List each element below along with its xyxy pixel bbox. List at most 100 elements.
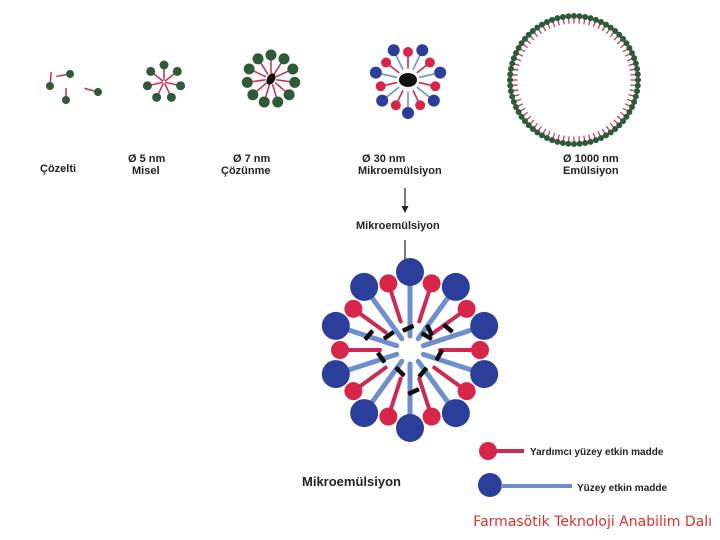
surfactant-molecule-head xyxy=(470,311,499,340)
cosurfactant-molecule-head xyxy=(422,274,441,293)
emulsion-molecule-head xyxy=(631,55,638,62)
emulsion-molecule-head xyxy=(509,93,516,100)
legend-symbols xyxy=(478,442,572,497)
oil-molecule xyxy=(442,323,454,334)
emulsion-molecule-head xyxy=(559,140,566,147)
emulsion-molecule-head xyxy=(620,118,627,125)
solubilization-molecule-head xyxy=(252,53,264,65)
solution-molecule-head xyxy=(94,88,102,96)
cosurfactant-molecule-head xyxy=(422,407,441,426)
surfactant-molecule-head xyxy=(396,258,424,286)
emulsion-molecule-head xyxy=(632,60,639,67)
microemulsion-small-molecule-head xyxy=(369,66,382,79)
emulsion-molecule-head xyxy=(576,140,583,147)
emulsion-molecule-head xyxy=(525,122,532,129)
emulsion-molecule-head xyxy=(620,35,627,42)
emulsion-molecule-head xyxy=(510,55,517,62)
emulsion-molecule-head xyxy=(612,27,619,34)
emulsion-molecule-head xyxy=(582,140,589,147)
oil-molecule xyxy=(417,366,428,378)
emulsion-molecule-head xyxy=(525,31,532,38)
solubilization-molecule-head xyxy=(287,63,299,75)
emulsion-molecule-head xyxy=(571,141,577,147)
emulsion-molecule-head xyxy=(529,126,536,133)
emulsion-molecule-head xyxy=(559,13,566,20)
microemulsion-small-diagram xyxy=(369,44,447,119)
stage-label-solution: Çözelti xyxy=(40,163,76,175)
solubilization-molecule-head xyxy=(243,63,255,75)
stage-name: Emülsiyon xyxy=(563,165,619,177)
emulsion-molecule-head xyxy=(634,82,641,89)
emulsion-molecule-head xyxy=(629,49,636,56)
surfactant-molecule-head xyxy=(441,399,470,428)
emulsion-molecule-head xyxy=(634,88,641,95)
microemulsion-small-molecule-head xyxy=(416,44,429,57)
cosurfactant-molecule-head xyxy=(344,299,363,318)
micelle-molecule-head xyxy=(172,66,182,76)
emulsion-molecule-head xyxy=(509,60,516,67)
emulsion-molecule-head xyxy=(612,126,619,133)
emulsion-molecule-head xyxy=(554,15,561,22)
surfactant-molecule-head xyxy=(321,311,350,340)
microemulsion-small-molecule-head xyxy=(430,81,441,92)
emulsion-molecule-head xyxy=(507,82,514,89)
emulsion-molecule-head xyxy=(543,18,550,25)
microemulsion-small-molecule-head xyxy=(427,94,440,107)
emulsion-molecule-head xyxy=(603,132,609,139)
solubilization-molecule-head xyxy=(247,89,259,101)
emulsion-molecule-head xyxy=(631,98,638,105)
solubilization-molecule-head xyxy=(272,96,284,108)
solubilized-oil xyxy=(266,73,276,85)
emulsion-molecule-head xyxy=(518,40,525,47)
oil-molecule xyxy=(402,324,415,333)
microemulsion-detail-diagram xyxy=(321,258,499,442)
emulsion-molecule-head xyxy=(507,65,514,72)
micelle-molecule-head xyxy=(166,92,176,102)
cosurfactant-molecule-head xyxy=(457,299,476,318)
stage-size: Ø 5 nm xyxy=(128,153,166,165)
surfactant-molecule-head xyxy=(470,360,499,389)
emulsion-molecule-head xyxy=(587,138,594,145)
oil-molecule xyxy=(407,387,420,396)
emulsion-molecule-head xyxy=(510,98,517,105)
emulsion-molecule-head xyxy=(607,129,614,136)
solution-molecule-head xyxy=(46,82,54,90)
emulsion-molecule-head xyxy=(626,109,633,115)
emulsion-molecule-head xyxy=(634,65,641,72)
emulsion-molecule-head xyxy=(629,104,636,111)
emulsion-molecule-head xyxy=(626,45,633,51)
emulsion-molecule-head xyxy=(616,31,623,38)
stage-label-microemulsion: Ø 30 nm Mikroemülsiyon xyxy=(358,153,442,177)
emulsion-molecule-head xyxy=(554,138,561,145)
surfactant-molecule-head xyxy=(350,272,379,301)
micelle-molecule-head xyxy=(159,60,169,70)
solution-molecule-head xyxy=(66,70,74,78)
solubilization-molecule-head xyxy=(241,76,253,88)
oil-molecule xyxy=(376,351,387,364)
surfactant-molecule-head xyxy=(396,414,424,442)
legend-cosurfactant-label: Yardımcı yüzey etkin madde xyxy=(530,447,664,458)
emulsion-molecule-head xyxy=(598,135,605,142)
emulsion-molecule-head xyxy=(507,77,513,83)
oil-molecule xyxy=(420,331,433,341)
solubilization-molecule-head xyxy=(289,76,301,88)
emulsion-molecule-head xyxy=(592,16,599,23)
emulsion-molecule-head xyxy=(512,49,519,56)
micelle-molecule-head xyxy=(142,81,152,91)
stage-name: Misel xyxy=(132,165,160,177)
emulsion-molecule-head xyxy=(616,122,623,129)
emulsion-molecule-head xyxy=(603,21,609,28)
emulsion-molecule-head xyxy=(632,93,639,100)
emulsion-molecule-head xyxy=(539,132,545,139)
emulsion-molecule-head xyxy=(582,13,589,20)
cosurfactant-molecule-head xyxy=(344,382,363,401)
emulsion-molecule-head xyxy=(587,15,594,22)
stage-name: Çözünme xyxy=(221,165,271,177)
emulsion-molecule-head xyxy=(534,129,541,136)
legend-surfactant-label: Yüzey etkin madde xyxy=(577,483,668,494)
cosurfactant-molecule-head xyxy=(471,341,489,359)
emulsion-diagram xyxy=(507,13,641,147)
oil-molecule xyxy=(363,329,375,341)
emulsion-molecule-head xyxy=(539,21,545,28)
